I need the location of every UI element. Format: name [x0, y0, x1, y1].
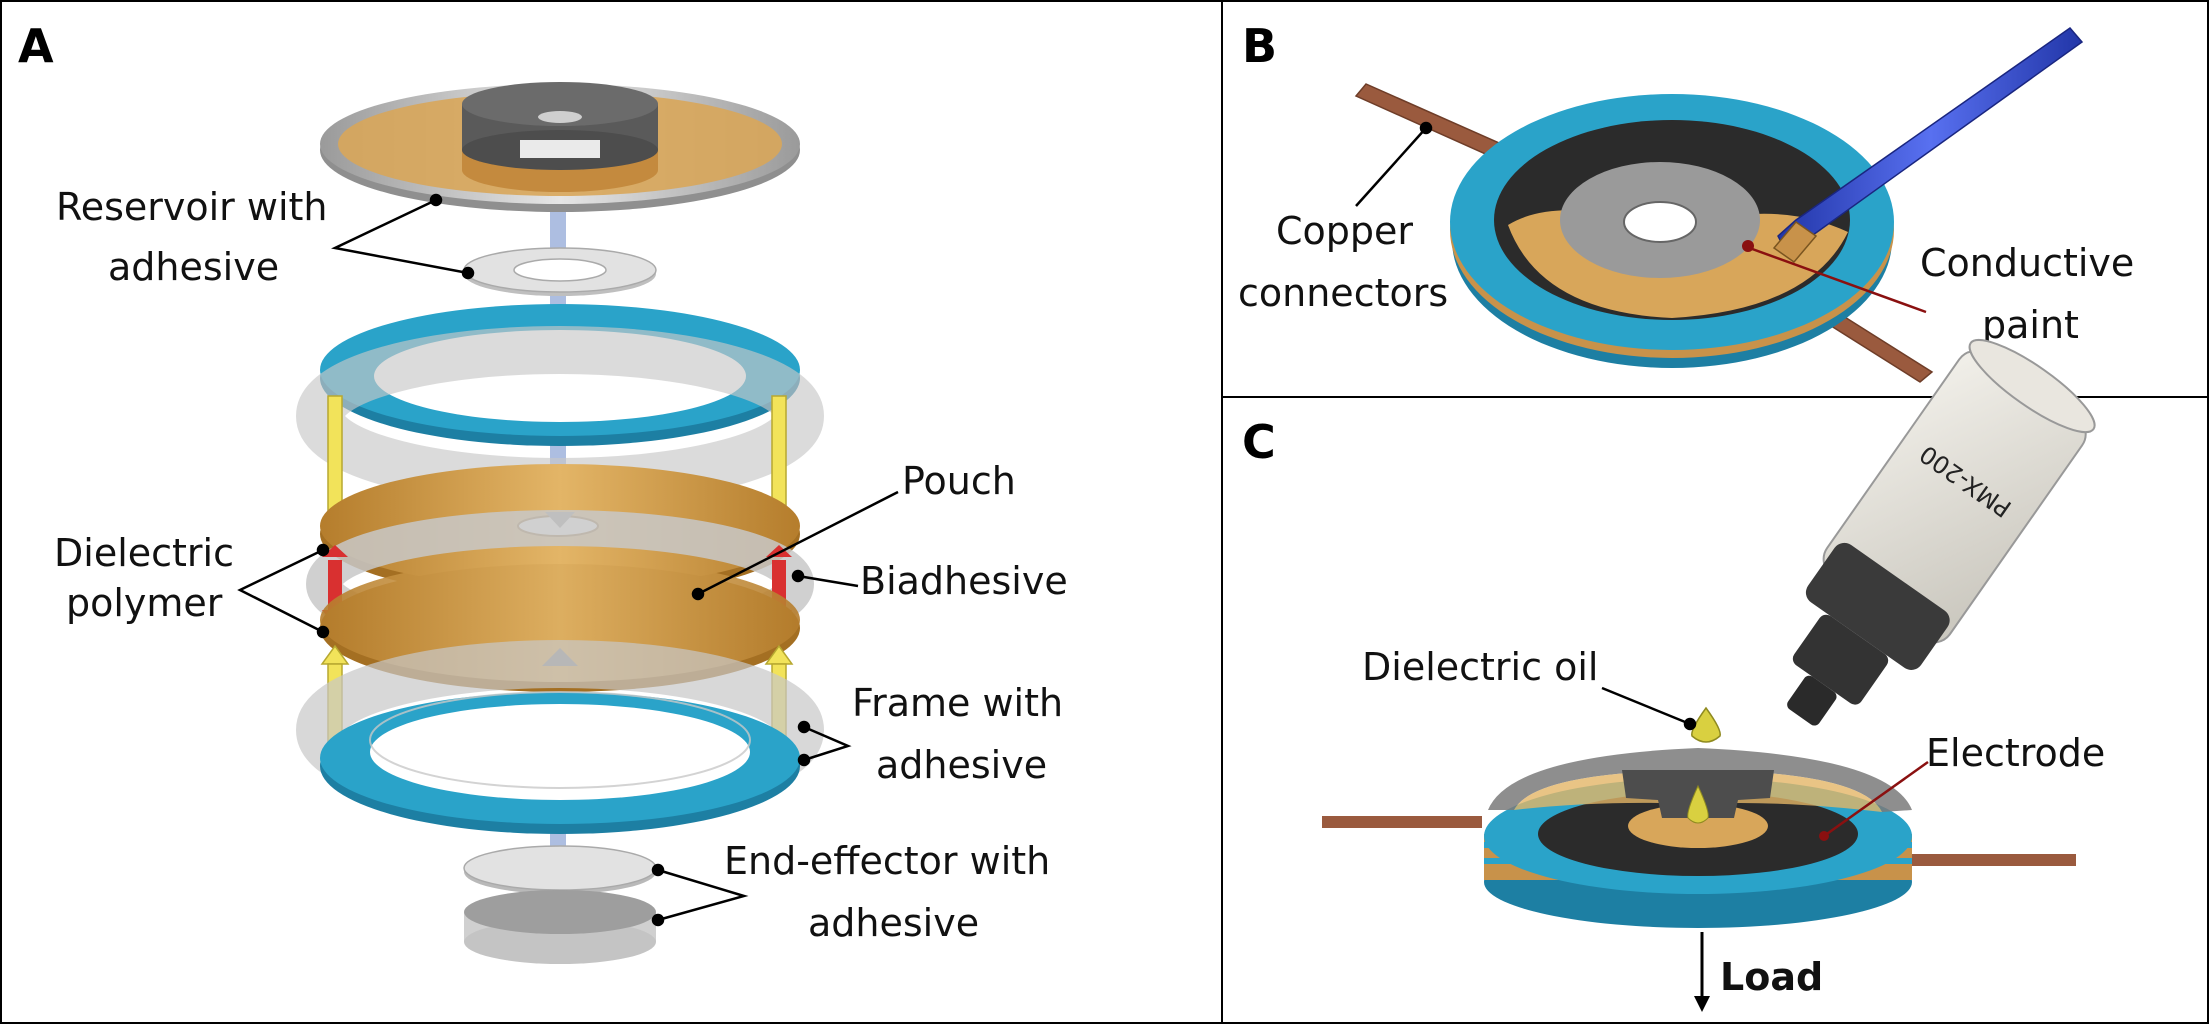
label-frame-line2: adhesive — [876, 743, 1047, 787]
label-biadhesive: Biadhesive — [860, 559, 1068, 603]
panel-b-leaders — [1355, 121, 1927, 314]
load-arrow — [1694, 932, 1710, 1012]
label-paint-line1: Conductive — [1920, 241, 2134, 285]
oil-bottle: PMX-200 — [1787, 339, 2096, 726]
label-reservoir-line1: Reservoir with — [56, 185, 328, 229]
end-effector — [463, 845, 657, 964]
reservoir-adhesive-ring — [463, 247, 657, 296]
copper-strip-left — [1322, 816, 1482, 828]
exploded-stack — [296, 82, 824, 964]
label-frame-line1: Frame with — [852, 681, 1063, 725]
panel-b-device — [1354, 26, 2084, 383]
panel-c-letter: C — [1242, 415, 1276, 469]
label-load: Load — [1720, 955, 1823, 999]
label-paint-line2: paint — [1982, 303, 2079, 347]
label-pouch: Pouch — [902, 459, 1016, 503]
copper-strip-right — [1884, 854, 2076, 866]
label-reservoir-line2: adhesive — [108, 245, 279, 289]
label-copper-line2: connectors — [1238, 271, 1448, 315]
panel-c-leaders — [1601, 686, 1929, 841]
label-dielectric-line1: Dielectric — [54, 531, 234, 575]
label-dielectric-line2: polymer — [66, 581, 223, 625]
panel-c-device — [1322, 706, 2076, 928]
label-endeffector-line1: End-effector with — [724, 839, 1050, 883]
label-copper-line1: Copper — [1276, 209, 1413, 253]
panel-a-leaders — [237, 193, 899, 927]
label-electrode: Electrode — [1926, 731, 2105, 775]
label-dielectric-oil: Dielectric oil — [1362, 645, 1598, 689]
label-endeffector-line2: adhesive — [808, 901, 979, 945]
panel-a-letter: A — [18, 19, 54, 73]
panel-c-border — [1221, 396, 2209, 1024]
lower-frame — [320, 691, 800, 834]
panel-b-letter: B — [1242, 19, 1277, 73]
reservoir — [320, 82, 800, 212]
